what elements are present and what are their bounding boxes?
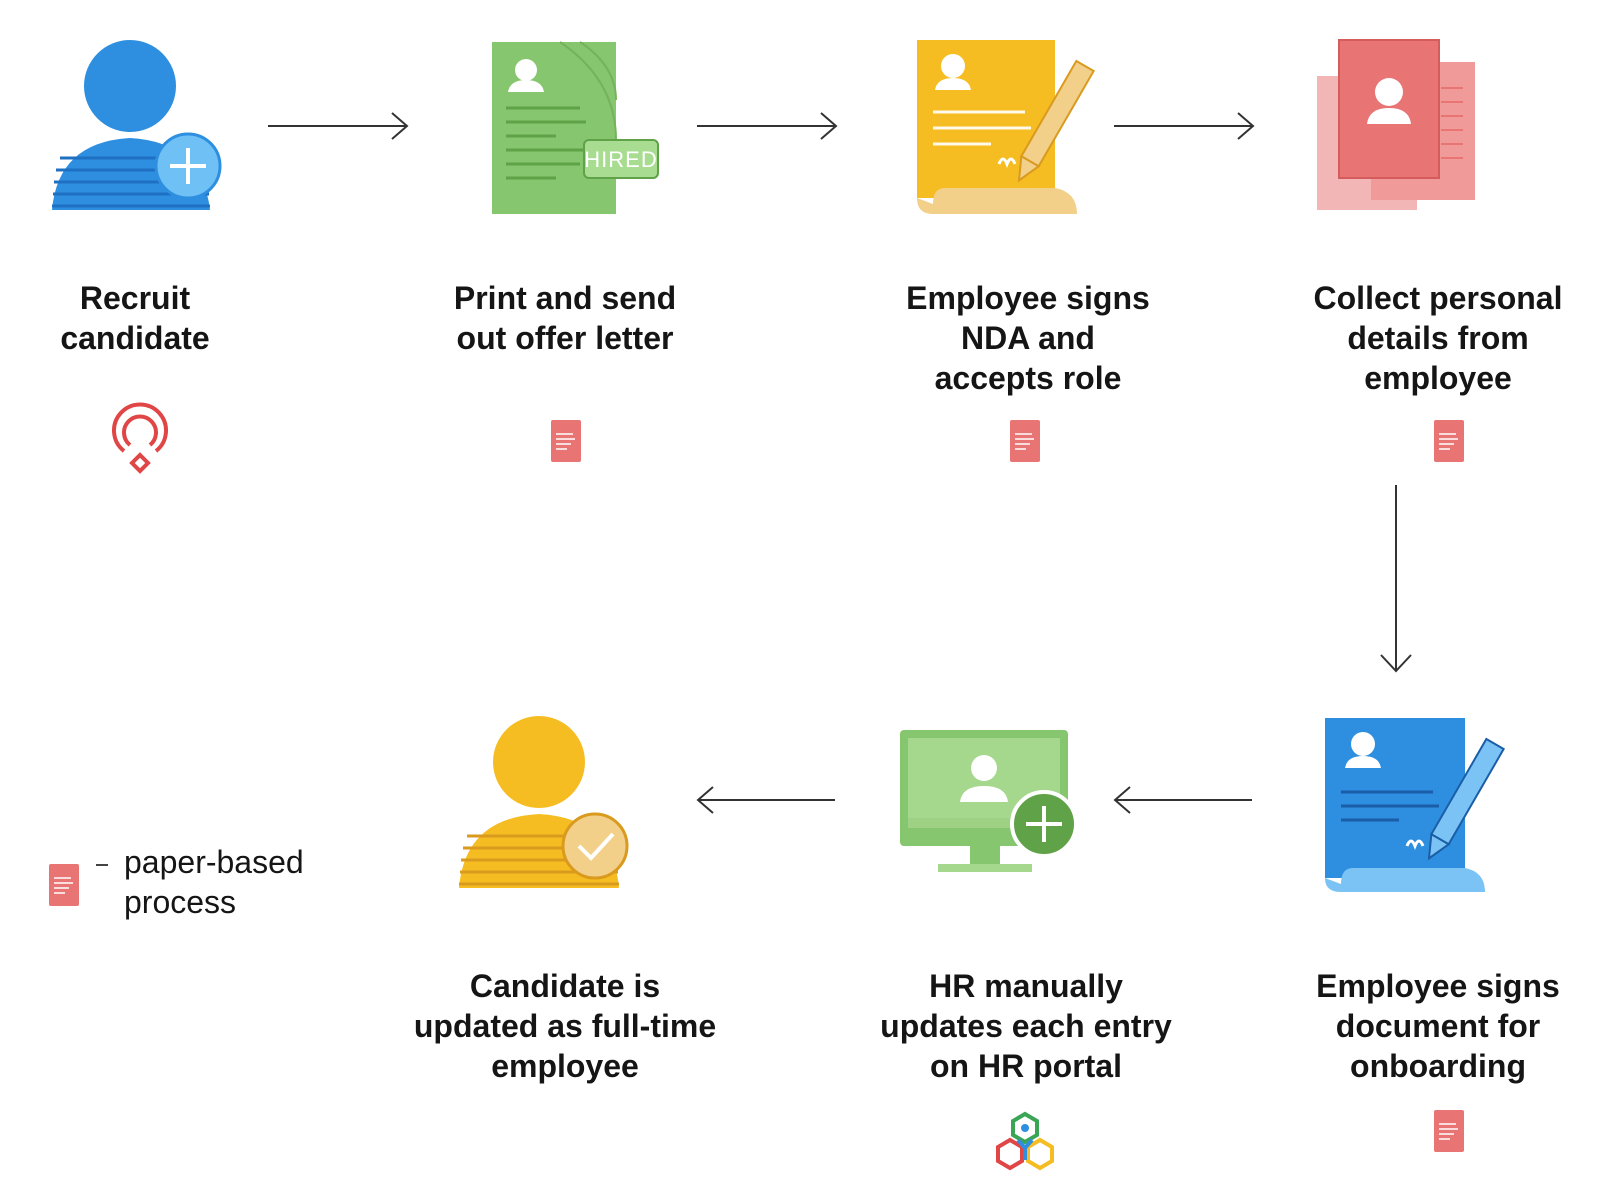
legend-paper-doc-icon: [49, 864, 79, 906]
offer-letter-icon: HIRED: [492, 41, 659, 214]
hired-badge-text: HIRED: [584, 147, 657, 172]
verified-person-icon: [459, 716, 629, 888]
arrow-right-3: [1114, 112, 1255, 140]
legend-dash: [96, 864, 108, 866]
zoho-people-logo-icon: [996, 1111, 1054, 1171]
paper-doc-icon: [1010, 420, 1040, 462]
paper-doc-icon: [551, 420, 581, 462]
arrow-right-1: [268, 112, 409, 140]
add-person-icon: [52, 40, 222, 210]
hr-portal-monitor-icon: [900, 730, 1078, 872]
signed-nda-icon: [917, 40, 1096, 214]
arrow-left-1: [1113, 786, 1252, 814]
arrow-right-2: [697, 112, 838, 140]
signed-document-icon: [1325, 718, 1506, 892]
personal-details-icon: [1317, 39, 1475, 210]
arrow-down: [1380, 485, 1412, 673]
paper-doc-icon: [1434, 420, 1464, 462]
paper-doc-icon: [1434, 1110, 1464, 1152]
zoho-recruit-logo-icon: [112, 402, 168, 474]
arrow-left-2: [696, 786, 835, 814]
